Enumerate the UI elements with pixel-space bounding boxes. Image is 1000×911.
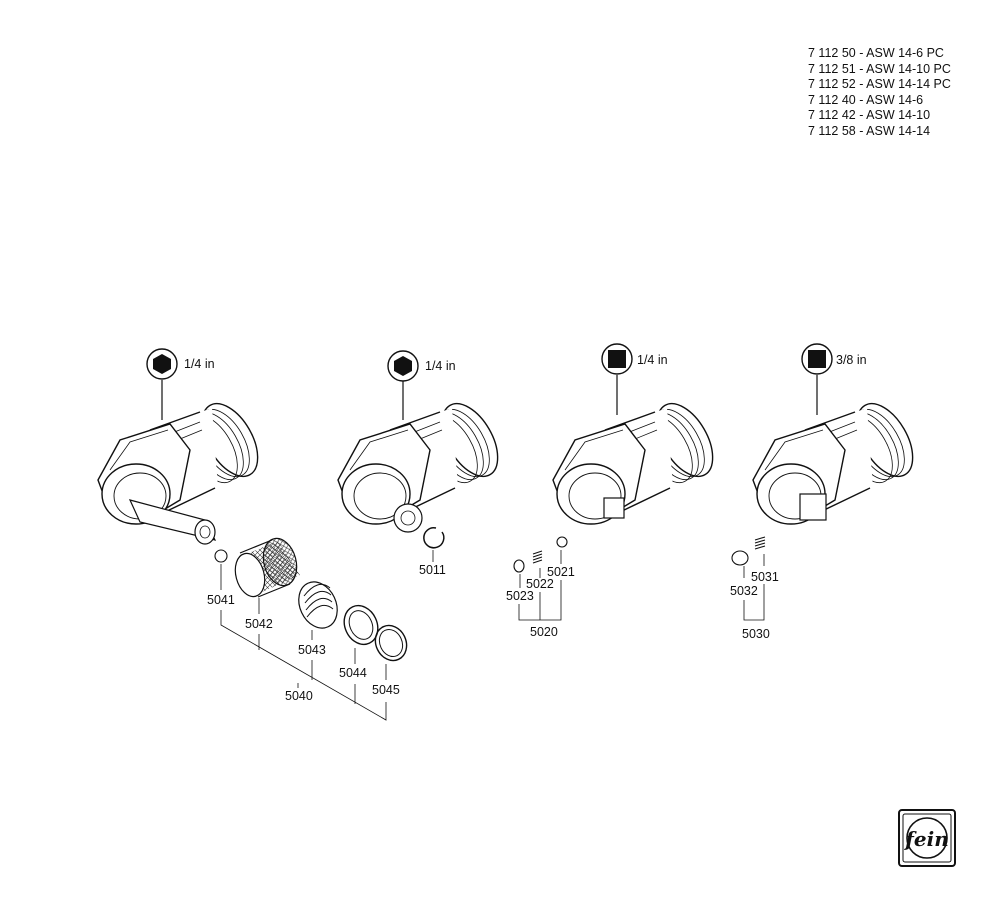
logo-text: fein: [903, 827, 948, 851]
part-number: 5032: [730, 584, 758, 598]
model-list: 7 112 50 - ASW 14-6 PC 7 112 51 - ASW 14…: [808, 46, 951, 139]
model-line: 7 112 52 - ASW 14-14 PC: [808, 77, 951, 91]
drive-size-label: 1/4 in: [425, 359, 456, 373]
spring: [532, 550, 543, 564]
spring: [754, 536, 766, 550]
parts-group-5040: 5041 5042 5043 5044 5045 5040: [207, 537, 408, 721]
model-line: 7 112 58 - ASW 14-14: [808, 123, 931, 138]
angle-head-2: 1/4 in 5011: [337, 350, 510, 577]
part-number: 5042: [245, 617, 273, 631]
ball: [556, 536, 568, 548]
part-number: 5041: [207, 593, 235, 607]
detent-pin: [513, 559, 525, 573]
model-line: 7 112 42 - ASW 14-10: [808, 108, 931, 122]
part-number: 5030: [742, 627, 770, 641]
part-number: 5021: [547, 565, 575, 579]
part-number: 5022: [526, 577, 554, 591]
angle-head-1: 1/4 in: [97, 348, 270, 545]
fein-logo: fein: [898, 809, 956, 867]
angle-head-4: 3/8 in 5031 5032 5030: [730, 343, 925, 641]
drive-size-label: 3/8 in: [836, 353, 867, 367]
part-number: 5020: [530, 625, 558, 639]
detent-pin: [731, 550, 749, 566]
part-number: 5011: [419, 563, 446, 577]
drive-size-label: 1/4 in: [637, 353, 668, 367]
part-number: 5031: [751, 570, 779, 584]
part-number: 5045: [372, 683, 400, 697]
model-line: 7 112 50 - ASW 14-6 PC: [808, 46, 944, 60]
angle-head-3: 1/4 in 5023 5022 5021 5020: [506, 343, 725, 639]
part-number: 5023: [506, 589, 534, 603]
ball: [214, 549, 228, 563]
part-number: 5043: [298, 643, 326, 657]
part-number: 5040: [285, 689, 313, 703]
model-line: 7 112 40 - ASW 14-6: [808, 92, 924, 107]
drive-size-label: 1/4 in: [184, 357, 215, 371]
part-number: 5044: [339, 666, 367, 680]
model-line: 7 112 51 - ASW 14-10 PC: [808, 61, 951, 76]
